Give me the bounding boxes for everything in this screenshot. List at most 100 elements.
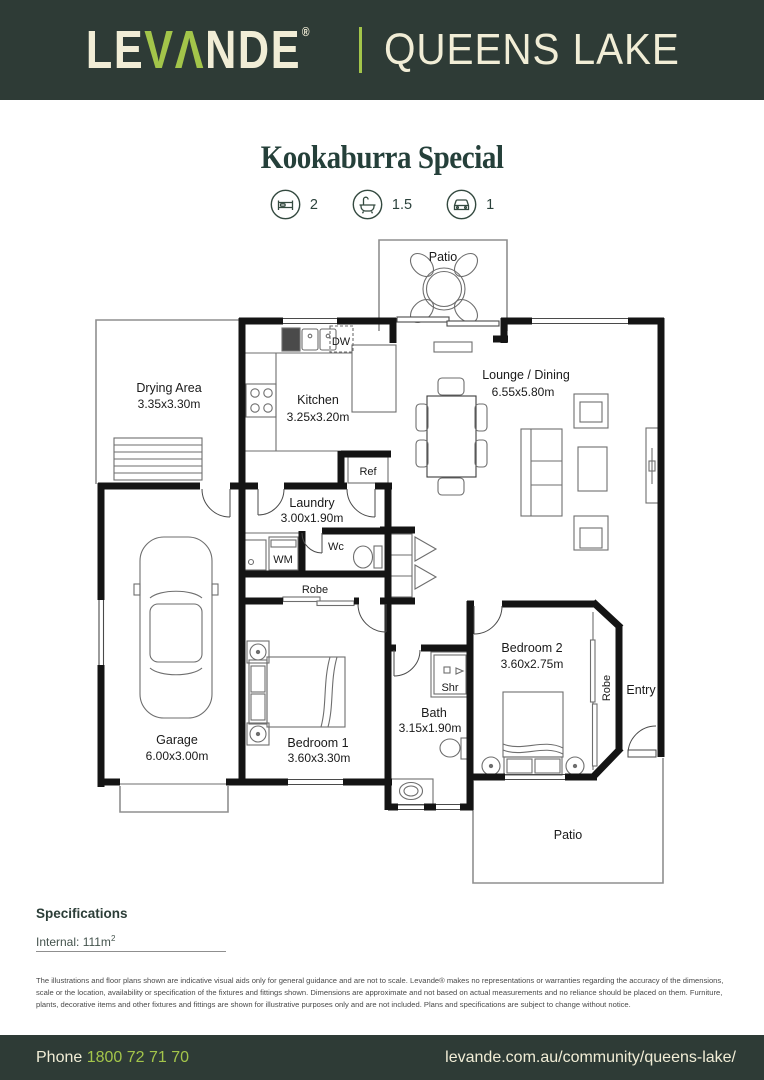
laundry-door-left — [257, 488, 285, 516]
label-kitchen-name: Kitchen — [297, 393, 339, 407]
bed1 — [248, 656, 346, 728]
internal-area-sup: 2 — [110, 934, 116, 943]
bedroom1-door — [357, 603, 387, 633]
wc-door — [301, 532, 323, 554]
linen-closet — [388, 533, 438, 598]
patio-sliding-door — [396, 316, 500, 327]
garage-window — [98, 600, 105, 665]
kitchen-window — [283, 317, 337, 325]
disclaimer-text: The illustrations and floor plans shown … — [36, 976, 724, 1009]
label-drying-name: Drying Area — [136, 381, 201, 395]
stat-bathrooms: 1.5 — [352, 189, 412, 220]
label-dw: DW — [332, 336, 351, 348]
stat-bedrooms: 2 — [270, 189, 318, 220]
header-bar: LEVΛNDE® QUEENS LAKE — [0, 0, 764, 100]
label-bedroom2-name: Bedroom 2 — [501, 641, 562, 655]
robe2-doors — [589, 612, 598, 770]
label-patio-top: Patio — [429, 250, 458, 264]
bath-basin — [389, 778, 434, 806]
driveway-outline — [119, 786, 229, 813]
coffee-table — [577, 446, 608, 492]
levande-logo: LEVΛNDE® — [86, 20, 310, 80]
label-ref: Ref — [359, 466, 377, 478]
bath-toilet — [439, 737, 470, 760]
logo-suffix: NDE — [205, 20, 302, 80]
bathrooms-count: 1.5 — [391, 196, 413, 213]
bed2 — [502, 691, 564, 776]
label-drying-dims: 3.35x3.30m — [138, 397, 201, 411]
label-garage-name: Garage — [156, 733, 198, 747]
patio-bottom-outline — [472, 758, 664, 884]
specifications-heading: Specifications — [36, 906, 128, 921]
cooktop — [245, 383, 277, 418]
phone-contact[interactable]: Phone 1800 72 71 70 — [36, 1049, 189, 1067]
walls — [97, 317, 665, 811]
label-shr: Shr — [441, 682, 458, 694]
drying-area-outline — [95, 319, 242, 484]
stat-cars: 1 — [446, 189, 494, 220]
garage-door — [201, 488, 231, 518]
page-title: Kookaburra Special — [260, 140, 504, 176]
label-bedroom2-dims: 3.60x2.75m — [501, 657, 564, 671]
laundry-tub — [242, 532, 302, 571]
bedroom2-door — [473, 605, 503, 635]
tv-unit — [645, 427, 660, 504]
label-robe2: Robe — [601, 675, 613, 701]
label-laundry-dims: 3.00x1.90m — [281, 511, 344, 525]
clothesline — [113, 437, 203, 481]
bed1-side-tables — [246, 640, 270, 746]
washing-machine — [268, 536, 299, 571]
label-kitchen-dims: 3.25x3.20m — [287, 410, 350, 424]
label-bath-name: Bath — [421, 706, 447, 720]
plan-labels: Patio Drying Area 3.35x3.30m Kitchen 3.2… — [136, 250, 656, 842]
car-icon — [446, 189, 477, 220]
wc-toilet — [352, 545, 383, 569]
label-lounge-name: Lounge / Dining — [482, 368, 570, 382]
registered-mark: ® — [302, 24, 310, 39]
sofa — [520, 428, 563, 517]
label-bath-dims: 3.15x1.90m — [399, 721, 462, 735]
bed2-side-tables — [481, 756, 585, 776]
label-robe1: Robe — [302, 584, 328, 596]
robe1-doors — [282, 596, 355, 607]
label-patio-bottom: Patio — [554, 828, 583, 842]
patio-table — [422, 267, 466, 311]
label-wc: Wc — [328, 541, 344, 553]
label-wm: WM — [273, 554, 293, 566]
community-name: QUEENS LAKE — [384, 25, 680, 74]
logo-prefix: LE — [86, 20, 145, 80]
bath-windows — [398, 803, 460, 811]
label-entry: Entry — [626, 683, 656, 697]
label-lounge-dims: 6.55x5.80m — [492, 385, 555, 399]
dining-setting — [415, 377, 488, 496]
label-laundry-name: Laundry — [289, 496, 335, 510]
bedrooms-count: 2 — [309, 196, 318, 213]
patio-top-outline — [378, 239, 508, 331]
furniture-layer — [113, 252, 660, 806]
lounge-window — [532, 317, 628, 325]
bath-icon — [352, 189, 383, 220]
brand-row: LEVΛNDE® QUEENS LAKE — [58, 23, 705, 77]
phone-number[interactable]: 1800 72 71 70 — [86, 1048, 190, 1066]
outdoor-outlines — [95, 239, 664, 884]
armchair-bottom — [573, 515, 609, 551]
bed-icon — [270, 189, 301, 220]
floor-plan: Patio Drying Area 3.35x3.30m Kitchen 3.2… — [95, 239, 665, 884]
armchair-top — [573, 393, 609, 429]
bath-door — [393, 649, 421, 677]
entry-door — [627, 725, 657, 758]
windows — [98, 316, 628, 811]
laundry-door-right — [346, 488, 376, 518]
stats-row: 2 1.5 1 — [0, 189, 764, 220]
footer-bar: Phone 1800 72 71 70 levande.com.au/commu… — [0, 1035, 764, 1080]
bedroom2-window — [505, 773, 565, 781]
label-garage-dims: 6.00x3.00m — [146, 749, 209, 763]
phone-label: Phone — [36, 1048, 83, 1066]
website-link[interactable]: levande.com.au/community/queens-lake/ — [445, 1048, 736, 1066]
specifications-underline — [36, 951, 226, 952]
car — [133, 536, 219, 719]
internal-area: Internal: 111m2 — [36, 934, 116, 949]
cars-count: 1 — [486, 196, 495, 213]
kitchen-bench — [242, 325, 397, 452]
